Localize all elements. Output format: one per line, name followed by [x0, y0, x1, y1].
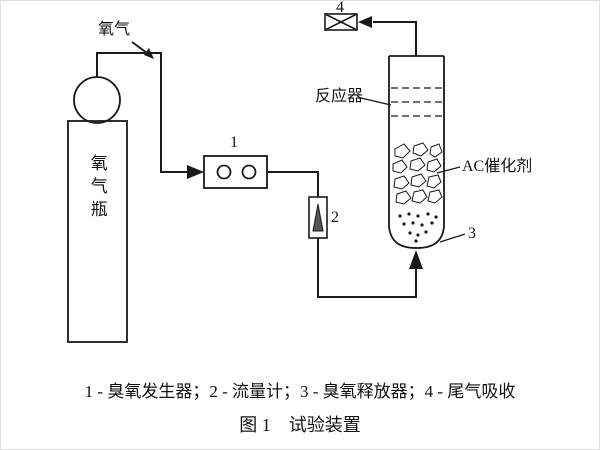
component-1-number: 1 [230, 134, 238, 151]
pipe-flowmeter-to-reactor [317, 238, 423, 298]
ozone-generator-shape [203, 155, 268, 189]
catalyst-bed-shape [392, 142, 443, 205]
figure-title: 图 1 试验装置 [239, 415, 361, 435]
rotameter-float-icon [312, 203, 324, 232]
leader-lines [360, 97, 466, 243]
figure-legend: 1 - 臭氧发生器；2 - 流量计；3 - 臭氧释放器；4 - 尾气吸收 [84, 382, 516, 401]
leader-releaser [439, 233, 466, 243]
pipe-cylinder-to-generator [96, 52, 204, 179]
flow-arrow-right-icon [187, 165, 204, 179]
oxygen-cylinder-label: 氧气瓶 [87, 154, 107, 223]
flow-meter-shape [308, 196, 328, 239]
component-4-number: 4 [336, 0, 344, 16]
leader-reactor [360, 97, 392, 106]
flow-arrow-left-icon [358, 16, 372, 28]
oxygen-inlet-label: 氧气 [98, 21, 131, 38]
catalyst-label: AC催化剂 [462, 158, 533, 175]
component-3-number: 3 [468, 225, 476, 242]
reactor-liquid-level-lines [391, 87, 442, 117]
pipe-generator-to-flowmeter [267, 171, 319, 197]
flow-arrow-diagonal-icon [144, 48, 154, 59]
ozone-releaser-dots [398, 212, 438, 243]
tail-gas-absorber-shape [324, 13, 358, 31]
pipe-reactor-to-absorber [358, 16, 417, 56]
leader-catalyst [436, 166, 461, 174]
component-2-number: 2 [331, 209, 339, 226]
oxygen-inlet-arrow [131, 41, 154, 59]
reactor-label: 反应器 [315, 88, 364, 105]
flow-arrow-up-icon [409, 250, 423, 269]
